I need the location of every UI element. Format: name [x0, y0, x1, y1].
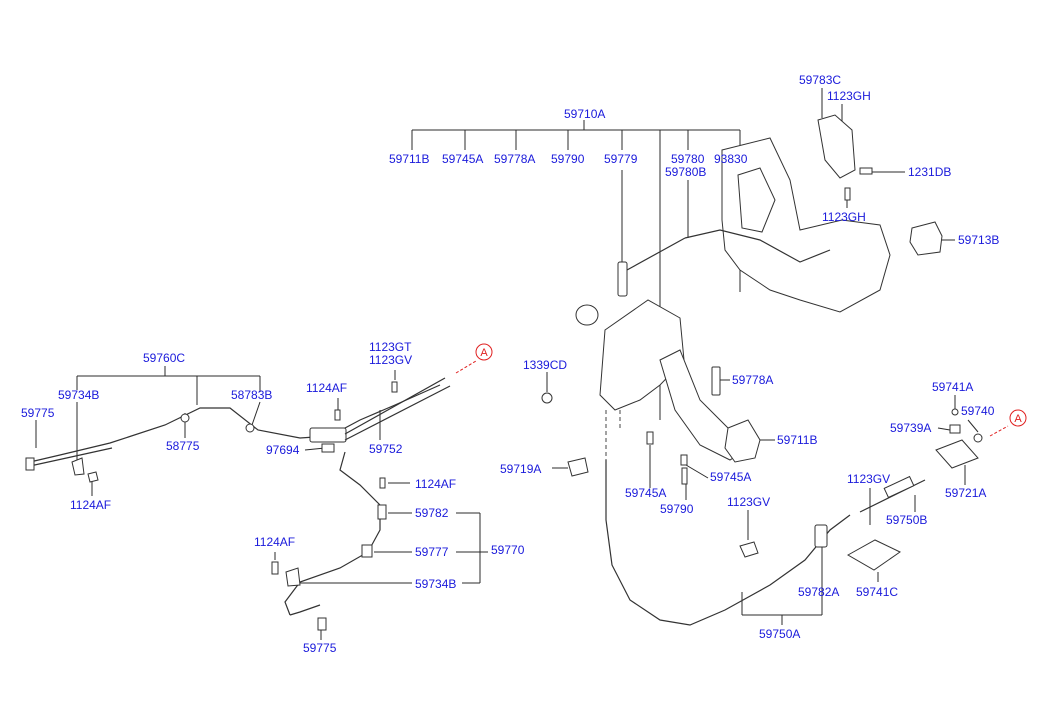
label-59734B-left[interactable]: 59734B [58, 388, 99, 402]
nut-1339CD [541, 392, 553, 404]
bolt-59745A [646, 431, 654, 445]
equalizer-59752 [309, 427, 347, 443]
clip-59782 [377, 504, 387, 520]
reference-marker-right[interactable]: A [989, 409, 1027, 437]
label-1123GT[interactable]: 1123GT [369, 340, 412, 354]
label-58775[interactable]: 58775 [166, 439, 200, 453]
reference-letter: A [480, 347, 488, 359]
label-59741C[interactable]: 59741C [856, 585, 898, 599]
label-1231DB[interactable]: 1231DB [908, 165, 951, 179]
label-59790-mid[interactable]: 59790 [660, 502, 694, 516]
part-labels: 59710A 59711B 59745A 59778A 59790 59779 … [21, 73, 999, 655]
bolt-1123GV-left [391, 381, 398, 393]
cable-end-59782A [814, 524, 828, 548]
label-59779[interactable]: 59779 [604, 152, 638, 166]
clip-59777 [361, 544, 373, 558]
label-59752[interactable]: 59752 [369, 442, 403, 456]
label-59780B[interactable]: 59780B [665, 165, 706, 179]
washer-59741A [951, 408, 959, 416]
bolt-1124AF-left [87, 471, 99, 483]
pedal-assembly-plate [599, 299, 685, 411]
label-59778A-top[interactable]: 59778A [494, 152, 535, 166]
bolt-1124AF-lower [379, 477, 386, 489]
label-59790-top[interactable]: 59790 [551, 152, 585, 166]
bolt-1124AF-mid [334, 409, 341, 421]
label-59721A[interactable]: 59721A [945, 486, 986, 500]
label-59778A-mid[interactable]: 59778A [732, 373, 773, 387]
adjuster-59750B [883, 475, 915, 499]
bracket-plate [817, 114, 856, 179]
label-59734B-bottom[interactable]: 59734B [415, 577, 456, 591]
label-1123GV-right[interactable]: 1123GV [847, 472, 890, 486]
label-59711B-top[interactable]: 59711B [389, 152, 429, 166]
label-59740[interactable]: 59740 [961, 404, 995, 418]
label-59745A-mid1[interactable]: 59745A [625, 486, 666, 500]
clip-59739A [949, 424, 961, 434]
label-59719A[interactable]: 59719A [500, 462, 541, 476]
bolt-1231DB [859, 167, 873, 175]
label-59713B[interactable]: 59713B [958, 233, 999, 247]
label-59710A[interactable]: 59710A [564, 107, 605, 121]
bolt-1123GH [844, 187, 851, 201]
label-59745A-top[interactable]: 59745A [442, 152, 483, 166]
parts-drawing [25, 114, 983, 631]
label-1124AF-a[interactable]: 1124AF [306, 381, 347, 395]
label-59770[interactable]: 59770 [491, 543, 525, 557]
bracket-59734B-bottom [285, 567, 301, 587]
label-59780[interactable]: 59780 [671, 152, 705, 166]
label-1123GH-mid[interactable]: 1123GH [822, 210, 866, 224]
cable-59770 [284, 451, 381, 616]
label-59750A[interactable]: 59750A [759, 627, 800, 641]
clip-58775 [180, 413, 190, 423]
cable-59750A [605, 460, 851, 626]
cable-end-59775-left [25, 457, 35, 471]
label-97694[interactable]: 97694 [266, 443, 300, 457]
bolt-1124AF-bottom [271, 561, 279, 575]
bracket-59721A [935, 439, 979, 469]
label-1124AF-d[interactable]: 1124AF [254, 535, 295, 549]
label-1123GV-center[interactable]: 1123GV [727, 495, 770, 509]
label-1339CD[interactable]: 1339CD [523, 358, 567, 372]
label-59750B[interactable]: 59750B [886, 513, 927, 527]
mounting-bracket-inner [737, 167, 776, 233]
label-1124AF-b[interactable]: 1124AF [70, 498, 111, 512]
pin-59790 [681, 467, 688, 485]
clip-59775-bottom [317, 617, 327, 631]
label-59775-bottom[interactable]: 59775 [303, 641, 337, 655]
label-1124AF-c[interactable]: 1124AF [415, 477, 456, 491]
bracket-97694 [321, 443, 335, 453]
label-59783C[interactable]: 59783C [799, 73, 841, 87]
clip-58783B [245, 423, 255, 433]
label-59782A[interactable]: 59782A [798, 585, 839, 599]
clip-59719A [567, 457, 589, 477]
label-59739A[interactable]: 59739A [890, 421, 931, 435]
clip-59713B [909, 221, 943, 256]
label-1123GH-top[interactable]: 1123GH [827, 89, 871, 103]
reference-letter: A [1014, 413, 1022, 425]
bushing-59740 [973, 433, 983, 443]
label-59711B-mid[interactable]: 59711B [777, 433, 817, 447]
nut-1123GV-center [739, 541, 759, 558]
pedal-pad-59711B [724, 419, 761, 463]
label-59782[interactable]: 59782 [415, 506, 449, 520]
cable-59760C [29, 384, 441, 463]
bracket-59734B-left [71, 457, 85, 476]
grommet [575, 304, 599, 326]
label-93830[interactable]: 93830 [714, 152, 748, 166]
label-59777[interactable]: 59777 [415, 545, 449, 559]
label-59760C[interactable]: 59760C [143, 351, 185, 365]
clip-59778A [711, 366, 721, 396]
label-59741A[interactable]: 59741A [932, 380, 973, 394]
bolt-59745A-2 [680, 454, 688, 466]
reference-marker-left[interactable]: A [455, 343, 493, 374]
label-59775-left[interactable]: 59775 [21, 406, 55, 420]
spring-59779 [617, 261, 628, 297]
label-58783B[interactable]: 58783B [231, 388, 272, 402]
label-59745A-mid2[interactable]: 59745A [710, 470, 751, 484]
label-1123GV-left[interactable]: 1123GV [369, 353, 412, 367]
plate-59741C [846, 539, 901, 571]
